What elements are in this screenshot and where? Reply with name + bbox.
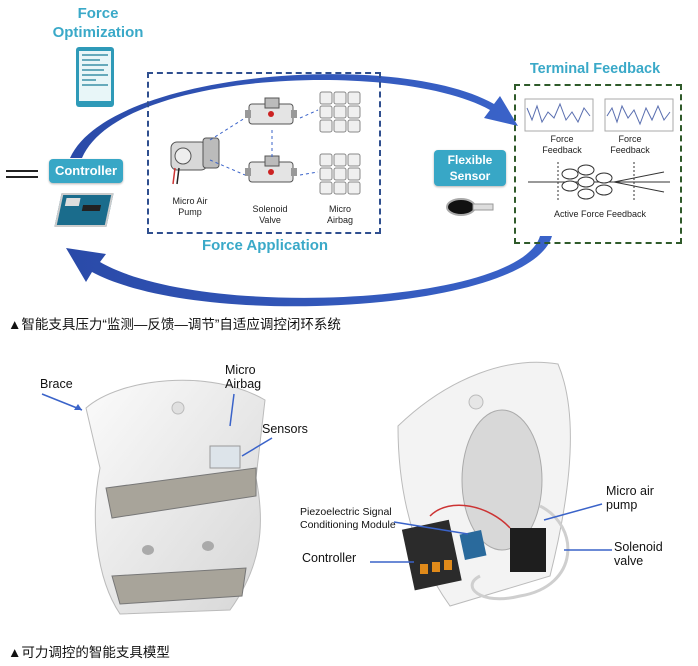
pump-pointer (543, 503, 603, 521)
micro-airbag-pointer (229, 393, 235, 427)
force-feedback-chart-2 (604, 98, 674, 132)
loop-arrows (6, 74, 552, 307)
micro-air-pump-label: Micro air pump (606, 484, 654, 512)
upper-arrow (70, 74, 518, 158)
connector-lines (209, 109, 319, 176)
force-feedback-chart-1 (524, 98, 594, 132)
controller-pointer (370, 561, 414, 563)
tablet-icon (76, 47, 114, 107)
brace-prototype-photo (397, 361, 571, 607)
force-feedback-label-2: Force Feedback (610, 134, 650, 155)
valve-label: Solenoid Valve (252, 204, 288, 225)
brace-pointer (41, 393, 83, 411)
sensors-label: Sensors (262, 422, 308, 436)
force-application-title: Force Application (201, 237, 329, 254)
flexible-sensor-icon (446, 198, 494, 216)
micro-airbag-label: Micro Airbag (225, 363, 262, 391)
controller-label: Controller (49, 159, 123, 183)
force-optimization-title: Force Optimization (52, 5, 144, 41)
solenoid-valve-label: Solenoid valve (614, 540, 663, 568)
brace-photo (85, 379, 266, 615)
lower-arrow (66, 236, 552, 307)
force-application-box (147, 72, 381, 234)
valve-pointer (564, 549, 612, 551)
terminal-feedback-box (514, 84, 682, 244)
piezo-pointer (393, 521, 469, 535)
micro-airbag-grid-bottom (319, 153, 361, 195)
micro-airbag-grid-top (319, 91, 361, 133)
sensors-pointer (241, 437, 273, 457)
brace-label: Brace (40, 377, 73, 391)
caption-brace-model: ▲可力调控的智能支具模型 (8, 645, 170, 660)
micro-air-pump-icon (170, 137, 220, 185)
airbag-label: Micro Airbag (326, 204, 353, 225)
force-feedback-label-1: Force Feedback (542, 134, 582, 155)
flexible-sensor-label: Flexible Sensor (434, 150, 506, 186)
controller-photo-label: Controller (302, 551, 357, 565)
active-force-feedback-diagram (528, 162, 670, 200)
caption-closed-loop: ▲智能支具压力“监测—反馈—调节”自适应调控闭环系统 (8, 317, 341, 332)
active-force-feedback-label: Active Force Feedback (553, 209, 647, 219)
arduino-board-icon (54, 193, 114, 227)
solenoid-valve-icon-top (245, 97, 297, 125)
terminal-feedback-title: Terminal Feedback (529, 61, 661, 77)
pump-label: Micro Air Pump (172, 196, 208, 217)
piezo-label: Piezoelectric Signal Conditioning Module (300, 506, 396, 531)
